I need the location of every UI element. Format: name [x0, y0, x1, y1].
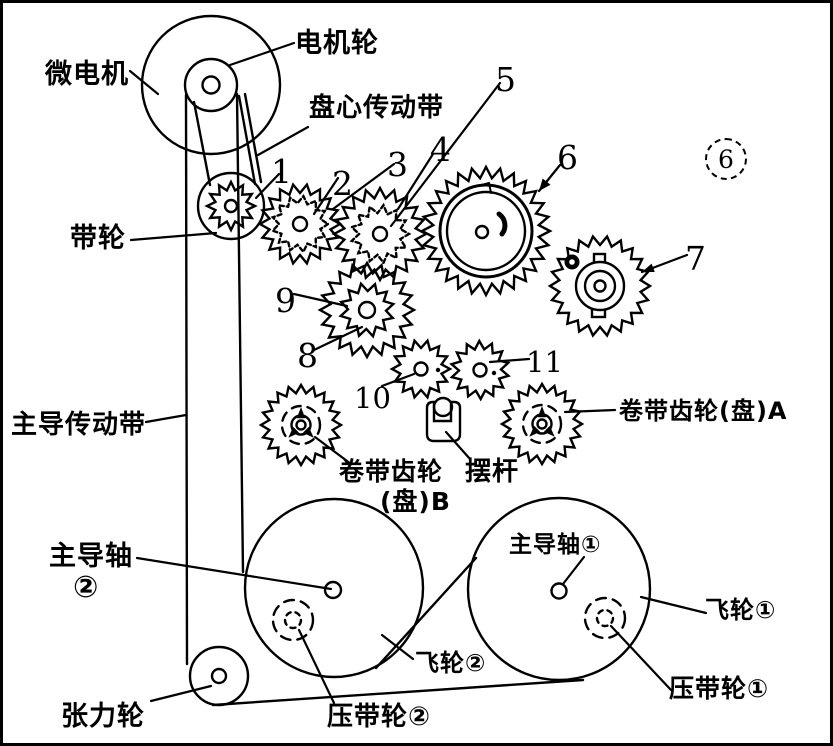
label-belt-pulley: 带轮	[70, 223, 126, 254]
part-number-7: 7	[685, 239, 706, 278]
leader-lines	[128, 41, 708, 705]
leader-flywheel-2	[380, 633, 415, 661]
pinch-roller-2-circle	[271, 598, 315, 642]
gear-3-4	[331, 185, 429, 283]
gear-10	[389, 338, 453, 400]
motor-body-circle	[140, 14, 282, 156]
part-number-9: 9	[275, 281, 296, 320]
leader-flywheel-1	[639, 595, 708, 615]
gear-6	[419, 164, 553, 298]
leader-1	[254, 172, 281, 200]
cross-belt	[374, 556, 478, 670]
leader-motor-wheel	[228, 41, 296, 67]
leader-11	[488, 357, 531, 364]
part-number-2: 2	[332, 164, 353, 203]
label-swing-lever: 摆杆	[465, 457, 520, 487]
figure-number-badge: 6	[705, 138, 747, 180]
label-reel-gear-b-line1: 卷带齿轮	[339, 457, 444, 486]
label-pinch-roller-1: 压带轮①	[669, 674, 770, 703]
label-reel-gear-b-line2: (盘)B	[380, 487, 451, 516]
leader-tension	[149, 684, 213, 703]
part-number-10: 10	[354, 381, 391, 415]
motor-pulley-circle	[183, 57, 239, 113]
motor-assembly	[140, 14, 282, 156]
leader-swing-lever	[444, 430, 472, 461]
tension-wheel-group	[188, 645, 250, 707]
leader-5	[389, 81, 502, 228]
leader-reel-b	[313, 435, 353, 466]
leader-capstan-2	[135, 556, 333, 591]
leader-3	[331, 162, 396, 211]
arrow-7	[642, 263, 655, 272]
part-number-8: 8	[297, 336, 318, 375]
leader-pinch-2	[297, 628, 336, 705]
belt-pulley-assembly	[196, 171, 266, 241]
label-capstan-2-line2: ②	[73, 570, 99, 605]
leader-2	[312, 176, 340, 216]
leader-belt-pulley	[129, 231, 218, 242]
label-disc-belt: 盘心传动带	[309, 93, 445, 123]
gear-11	[449, 338, 511, 402]
main-belt-left	[184, 93, 189, 666]
figure-number: 6	[718, 144, 734, 174]
flywheel-1-circle	[466, 496, 652, 682]
leader-reel-a	[563, 408, 617, 414]
arrow-6	[539, 178, 551, 191]
capstan-2-hole	[323, 580, 343, 600]
leader-capstan-1	[561, 555, 586, 586]
part-number-3: 3	[387, 145, 408, 184]
flywheel-2-circle	[243, 497, 425, 679]
label-motor-wheel: 电机轮	[295, 28, 379, 59]
label-motor: 微电机	[45, 59, 129, 90]
label-main-belt: 主导传动带	[11, 410, 147, 440]
mechanism-line-art	[128, 14, 708, 707]
gear-6-comma	[496, 211, 508, 237]
label-reel-gear-a: 卷带齿轮(盘)A	[619, 397, 788, 425]
leader-8	[312, 325, 364, 352]
part-number-4: 4	[430, 130, 451, 169]
leader-motor	[128, 69, 160, 96]
leader-10	[380, 372, 416, 388]
swing-lever	[425, 396, 462, 443]
leader-disc-belt	[256, 125, 310, 157]
flywheel-2-group	[243, 497, 425, 679]
label-capstan-1: 主导轴①	[509, 532, 602, 558]
part-number-5: 5	[495, 60, 516, 99]
bottom-belt	[211, 678, 585, 707]
motor-shaft-hole	[201, 75, 221, 95]
leader-9	[292, 292, 349, 308]
disc-belt-right-b	[243, 92, 263, 184]
label-flywheel-2: 飞轮②	[415, 649, 487, 677]
tension-wheel-circle	[188, 645, 250, 707]
label-capstan-2-line1: 主导轴	[49, 541, 133, 572]
leader-4	[396, 152, 435, 211]
capstan-1-hole	[550, 582, 568, 600]
disc-belt-left	[192, 100, 212, 187]
disc-belt-right-a	[237, 94, 257, 186]
main-belt-right	[235, 92, 245, 574]
pinch-roller-1-circle	[583, 596, 627, 640]
gear-8-9	[317, 260, 417, 360]
reel-gear-a	[499, 381, 585, 467]
part-number-11: 11	[526, 345, 563, 379]
label-pinch-roller-2: 压带轮②	[327, 702, 432, 732]
flywheel-1-group	[466, 496, 652, 682]
part-number-1: 1	[271, 152, 292, 191]
belt-pulley-ring	[196, 171, 266, 241]
gear-2	[257, 182, 343, 266]
leader-main-belt	[144, 413, 188, 424]
label-tension-wheel: 张力轮	[61, 701, 145, 732]
reel-gear-b	[258, 382, 344, 468]
part-number-6: 6	[557, 138, 578, 177]
label-flywheel-1: 飞轮①	[705, 596, 777, 624]
leader-pinch-1	[609, 624, 673, 692]
gear-6-notch	[473, 181, 492, 194]
gear-7	[547, 234, 653, 338]
belt-pulley-hole	[223, 198, 239, 214]
